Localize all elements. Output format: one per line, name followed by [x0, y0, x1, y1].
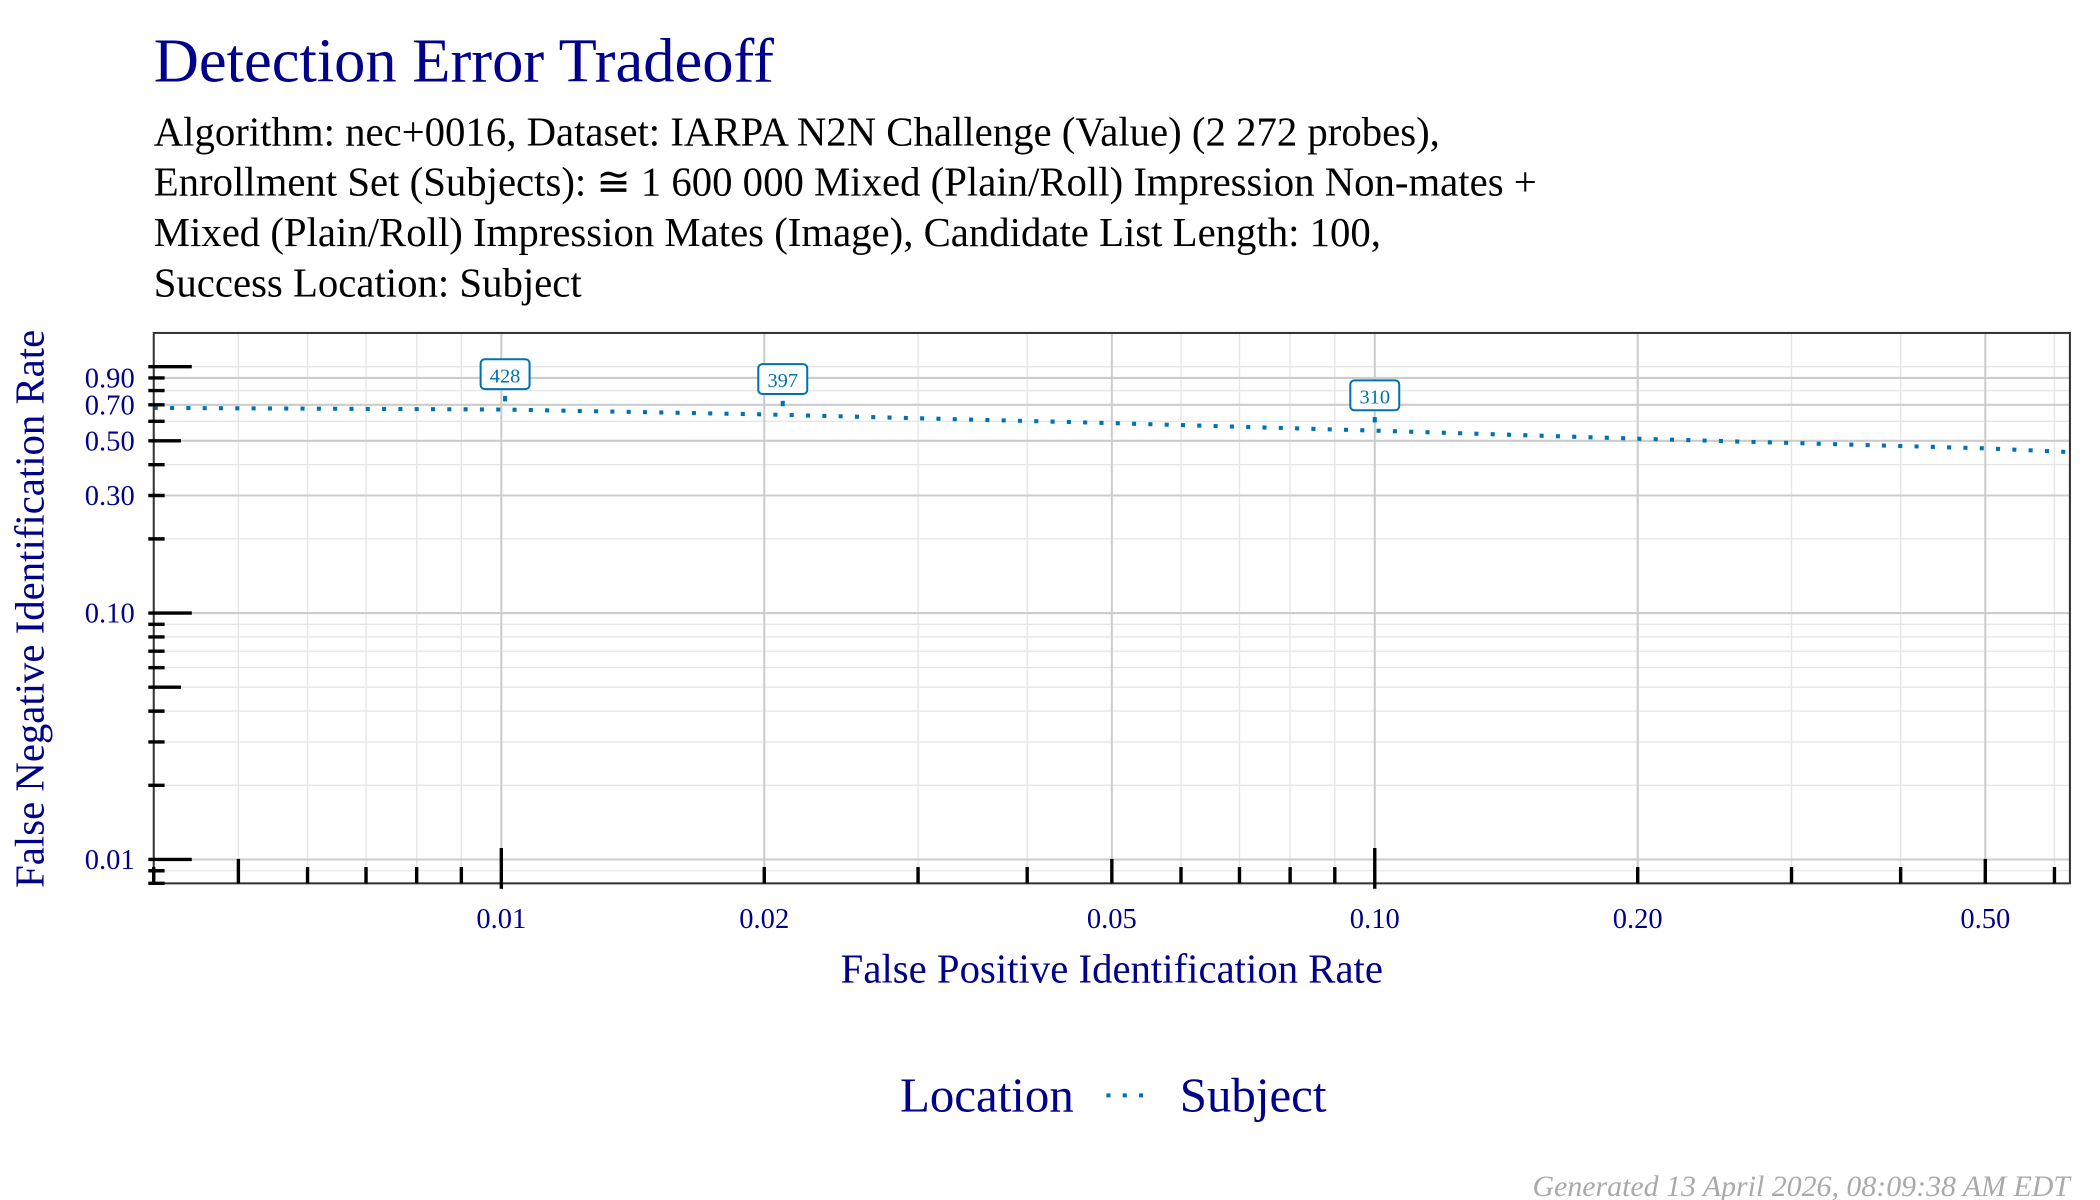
x-axis-title: False Positive Identification Rate [841, 947, 1383, 992]
annotation-text: 310 [1359, 386, 1390, 408]
annotation-box [1349, 379, 1401, 412]
annotation-box [757, 363, 809, 396]
x-tick-label: 0.02 [739, 904, 789, 935]
series-layer [153, 405, 2071, 455]
annotation-box [479, 358, 531, 391]
subtitle-line-1: Algorithm: nec+0016, Dataset: IARPA N2N … [154, 109, 1440, 154]
x-tick-label: 0.50 [1960, 904, 2010, 935]
x-tick-label: 0.10 [1350, 904, 1400, 935]
series-line-subject [153, 405, 2071, 455]
subtitle-line-2: Enrollment Set (Subjects): ≅ 1 600 000 M… [154, 160, 1537, 205]
generated-footer: Generated 13 April 2026, 08:09:38 AM EDT [1532, 1170, 2072, 1200]
grid [153, 332, 2070, 885]
x-tick-label: 0.05 [1087, 904, 1137, 935]
annotation-label: 428 [479, 358, 531, 402]
axis-ticks: 0.01 0.02 0.05 0.10 0.20 0.50 0.01 0.10 0.30 0.50… [85, 363, 2057, 935]
y-tick-label: 0.10 [85, 599, 135, 630]
y-tick-label: 0.30 [85, 481, 135, 512]
annotation-label: 397 [757, 363, 809, 407]
legend-title: Location [900, 1068, 1074, 1123]
subtitle-line-3: Mixed (Plain/Roll) Impression Mates (Ima… [154, 210, 1381, 255]
annotation-label: 310 [1349, 379, 1401, 423]
subtitle-line-4: Success Location: Subject [154, 260, 583, 305]
y-tick-label: 0.01 [85, 845, 135, 876]
annotation-layer: 428 397 310 [479, 358, 1401, 423]
x-tick-label: 0.20 [1613, 904, 1663, 935]
y-tick-label: 0.90 [85, 363, 135, 394]
y-axis-title: False Negative Identification Rate [8, 330, 53, 888]
chart-title: Detection Error Tradeoff [154, 26, 774, 96]
annotation-text: 397 [767, 370, 798, 392]
legend-entry-subject: Subject [1180, 1068, 1327, 1123]
annotation-text: 428 [490, 365, 521, 387]
y-tick-label: 0.70 [85, 390, 135, 421]
y-tick-label: 0.50 [85, 426, 135, 457]
x-tick-label: 0.01 [476, 904, 526, 935]
